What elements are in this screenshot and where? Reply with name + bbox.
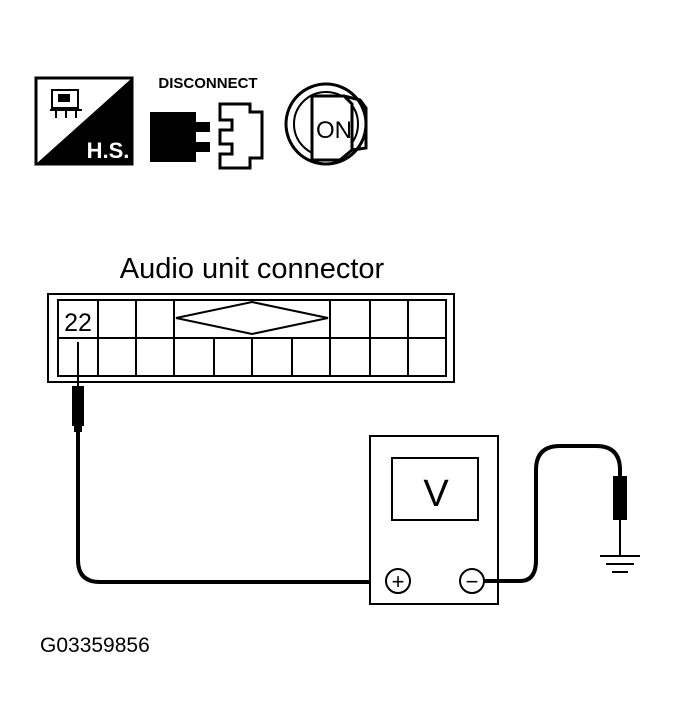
positive-lead-wire xyxy=(76,432,384,584)
connector-title: Audio unit connector xyxy=(120,253,385,285)
voltmeter-display xyxy=(391,457,479,521)
component-glyph-icon xyxy=(50,89,82,118)
voltmeter-display-value: V xyxy=(423,473,449,515)
connector-half-right-icon xyxy=(218,102,264,170)
negative-terminal: − xyxy=(459,568,485,594)
negative-lead-wire xyxy=(484,444,622,583)
audio-unit-connector: 22 xyxy=(47,293,455,383)
positive-symbol: + xyxy=(392,569,405,594)
negative-probe xyxy=(613,476,627,556)
connector-bottom-row xyxy=(97,338,409,376)
negative-symbol: − xyxy=(466,569,479,594)
connector-key-diamond xyxy=(175,300,329,336)
positive-probe xyxy=(72,342,84,432)
ignition-key-icon: ON xyxy=(284,82,368,166)
figure-code: G03359856 xyxy=(40,634,150,657)
positive-terminal: + xyxy=(385,568,411,594)
ground-icon xyxy=(600,555,640,573)
terminal-label: 22 xyxy=(64,309,92,337)
disconnect-label: DISCONNECT xyxy=(158,75,257,92)
ignition-label: ON xyxy=(316,117,352,144)
connector-top-row xyxy=(97,300,409,338)
voltmeter: V + − xyxy=(369,435,499,605)
hs-label: H.S. xyxy=(87,138,130,163)
hs-icon: H.S. xyxy=(34,76,134,166)
disconnect-icon: DISCONNECT xyxy=(150,75,264,170)
connector-half-left-icon xyxy=(150,112,210,162)
